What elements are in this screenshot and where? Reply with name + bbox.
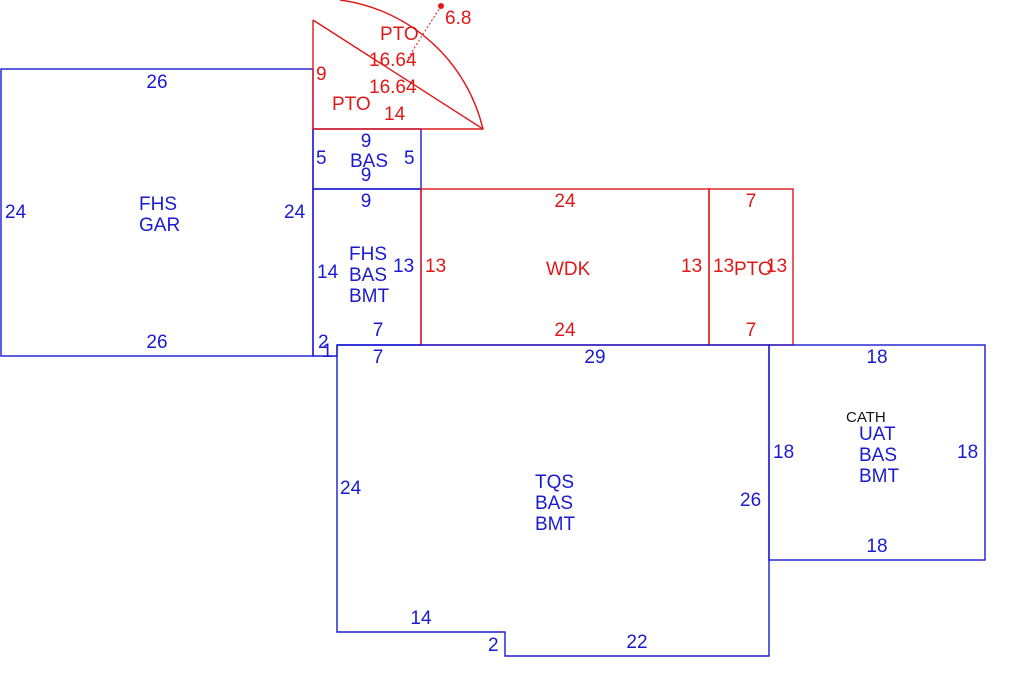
fhs-left-dim: 14 — [317, 262, 339, 283]
pto-right-bottom-dim: 7 — [746, 320, 757, 341]
bas-small-left-dim: 5 — [316, 148, 327, 169]
tqs-code-3: BMT — [535, 514, 576, 535]
uat-section: 18 18 18 18 CATH UAT BAS BMT — [768, 344, 986, 561]
fhs-step-dim: 2 — [318, 332, 329, 353]
garage-code-1: FHS — [139, 194, 177, 215]
garage-top-dim: 26 — [146, 72, 167, 93]
pto-right-top-dim: 7 — [746, 191, 757, 212]
uat-code-2: BAS — [859, 445, 897, 466]
pto-top-radius-dim: 6.8 — [445, 8, 471, 29]
wdk-top-dim: 24 — [554, 191, 576, 212]
fhs-code-1: FHS — [349, 244, 387, 265]
fhs-bas-bmt-section: 9 14 13 7 2 1 FHS BAS BMT — [312, 188, 422, 362]
wdk-section: 24 24 13 13 WDK — [420, 188, 710, 346]
pto-top-section: 6.8 PTO 16.64 16.64 9 PTO 14 — [312, 0, 484, 130]
pto-top-diagonal — [312, 19, 484, 130]
pto-right-section: 7 7 13 13 PTO — [708, 188, 794, 346]
garage-section: 26 26 24 24 FHS GAR — [0, 68, 314, 357]
wdk-code: WDK — [546, 259, 591, 280]
pto-top-chord-dim-1: 16.64 — [369, 50, 417, 71]
pto-top-code-1: PTO — [380, 24, 419, 45]
tqs-step-dim: 2 — [488, 635, 499, 656]
bas-small-code: BAS — [350, 151, 388, 172]
bas-small-section: 9 9 5 5 BAS — [312, 128, 422, 190]
wdk-left-dim: 13 — [425, 256, 446, 277]
uat-bottom-dim: 18 — [866, 536, 887, 557]
fhs-top-dim: 9 — [361, 191, 372, 212]
tqs-left-dim: 24 — [340, 478, 362, 499]
garage-code-2: GAR — [139, 215, 180, 236]
uat-outline — [768, 344, 986, 561]
pto-top-chord-dim-2: 16.64 — [369, 77, 417, 98]
uat-top-dim: 18 — [866, 347, 887, 368]
tqs-top-dim: 29 — [584, 347, 605, 368]
bas-small-bottom-dim: 9 — [361, 165, 372, 186]
garage-bottom-dim: 26 — [146, 332, 167, 353]
tqs-code-2: BAS — [535, 493, 573, 514]
wdk-right-dim: 13 — [681, 256, 702, 277]
pto-top-left-dim: 9 — [316, 64, 327, 85]
tqs-section: 7 29 24 26 14 2 22 TQS BAS BMT — [336, 344, 770, 657]
fhs-code-3: BMT — [349, 286, 390, 307]
tqs-right-dim: 26 — [740, 490, 761, 511]
uat-code-3: BMT — [859, 466, 900, 487]
uat-code-1: UAT — [859, 424, 896, 445]
bas-small-right-dim: 5 — [404, 148, 415, 169]
tqs-top-left-dim: 7 — [373, 347, 384, 368]
pto-right-left-dim: 13 — [713, 256, 734, 277]
pto-top-bottom-dim: 14 — [384, 104, 406, 125]
wdk-bottom-dim: 24 — [554, 320, 576, 341]
tqs-bottom-left-dim: 14 — [410, 608, 432, 629]
pto-right-right-dim: 13 — [766, 256, 787, 277]
pto-top-outline — [312, 0, 484, 130]
garage-right-dim: 24 — [284, 202, 306, 223]
fhs-code-2: BAS — [349, 265, 387, 286]
uat-left-dim: 18 — [773, 442, 794, 463]
uat-note: CATH — [846, 409, 886, 426]
fhs-step-dim-2: 1 — [322, 341, 333, 362]
pto-top-radius-point — [438, 3, 444, 9]
tqs-bottom-right-dim: 22 — [626, 632, 647, 653]
fhs-bottom-dim: 7 — [373, 320, 384, 341]
pto-right-code: PTO — [734, 259, 773, 280]
uat-right-dim: 18 — [957, 442, 978, 463]
garage-left-dim: 24 — [5, 202, 27, 223]
fhs-right-dim: 13 — [393, 256, 414, 277]
pto-top-code-2: PTO — [332, 94, 371, 115]
bas-small-top-dim: 9 — [361, 131, 372, 152]
tqs-code-1: TQS — [535, 472, 574, 493]
